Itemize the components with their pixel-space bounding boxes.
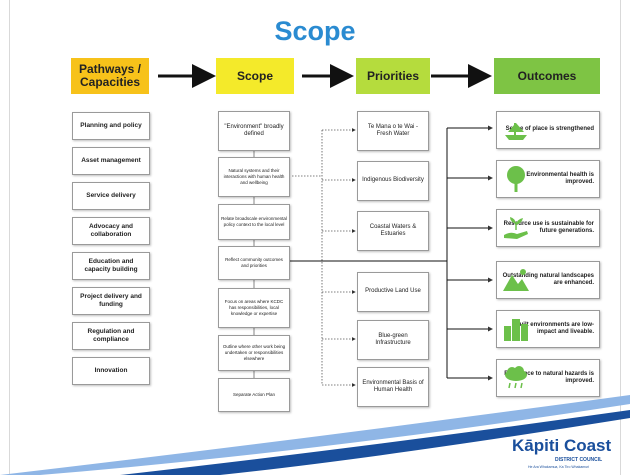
outcome-box: Resource use is sustainable for future g… (496, 209, 600, 247)
outcome-box: Resilience to natural hazards is improve… (496, 359, 600, 397)
page-title: Scope (274, 16, 356, 46)
priority-box: Environmental Basis of Human Health (357, 367, 429, 407)
slide-border-right (620, 0, 621, 475)
scope-box: Relate broadscale environmental policy c… (218, 204, 290, 240)
scope-box: Separate Action Plan (218, 378, 290, 412)
scope-box: "Environment" broadly defined (218, 111, 290, 151)
pathway-box: Service delivery (72, 182, 150, 210)
tree-icon (507, 166, 525, 192)
pathway-box: Planning and policy (72, 112, 150, 140)
buildings-icon (504, 319, 528, 341)
priority-box: Blue-green Infrastructure (357, 320, 429, 360)
priority-box: Productive Land Use (357, 272, 429, 312)
outcome-box: Environmental health is improved. (496, 160, 600, 198)
rain-cloud-icon (505, 366, 527, 389)
logo-name: Kāpiti Coast (512, 436, 612, 455)
seedling-hand-icon (504, 217, 528, 239)
outcome-label: Environmental health is improved. (526, 171, 594, 186)
scope-box: Outline where other work being undertake… (218, 335, 290, 371)
scope-box: Focus on areas where KCDC has responsibi… (218, 288, 290, 328)
outcome-box: Built environments are low-impact and li… (496, 310, 600, 348)
scope-box: Natural systems and their interactions w… (218, 157, 290, 197)
pathway-box: Education and capacity building (72, 252, 150, 280)
header-priorities: Priorities (356, 58, 430, 94)
scope-box: Reflect community outcomes and prioritie… (218, 246, 290, 280)
pathway-box: Advocacy and collaboration (72, 217, 150, 245)
priority-box: Indigenous Biodiversity (357, 161, 429, 201)
pathway-box: Innovation (72, 357, 150, 385)
outcome-label: Resilience to natural hazards is improve… (504, 370, 594, 385)
header-pathways: Pathways / Capacities (71, 58, 149, 94)
outcome-label: Resource use is sustainable for future g… (503, 220, 594, 235)
outcome-label: Built environments are low-impact and li… (515, 321, 594, 336)
pathway-box: Asset management (72, 147, 150, 175)
outcome-box: Outstanding natural landscapes are enhan… (496, 261, 600, 299)
boat-icon (505, 123, 527, 140)
priority-box: Te Mana o te Wai - Fresh Water (357, 111, 429, 151)
outcome-label: Outstanding natural landscapes are enhan… (502, 272, 594, 287)
header-outcomes: Outcomes (494, 58, 600, 94)
outcome-box: Sense of place is strengthened (496, 111, 600, 149)
pathway-box: Regulation and compliance (72, 322, 150, 350)
landscape-icon (503, 269, 529, 291)
slide-border-left (9, 0, 10, 475)
outcome-label: Sense of place is strengthened (505, 126, 594, 133)
priority-box: Coastal Waters & Estuaries (357, 211, 429, 251)
header-scope: Scope (216, 58, 294, 94)
logo-subtitle: DISTRICT COUNCIL (555, 457, 603, 463)
logo-tagline: He Ara Whakamua, Ka Tiro Whakamuri (528, 465, 590, 469)
pathway-box: Project delivery and funding (72, 287, 150, 315)
